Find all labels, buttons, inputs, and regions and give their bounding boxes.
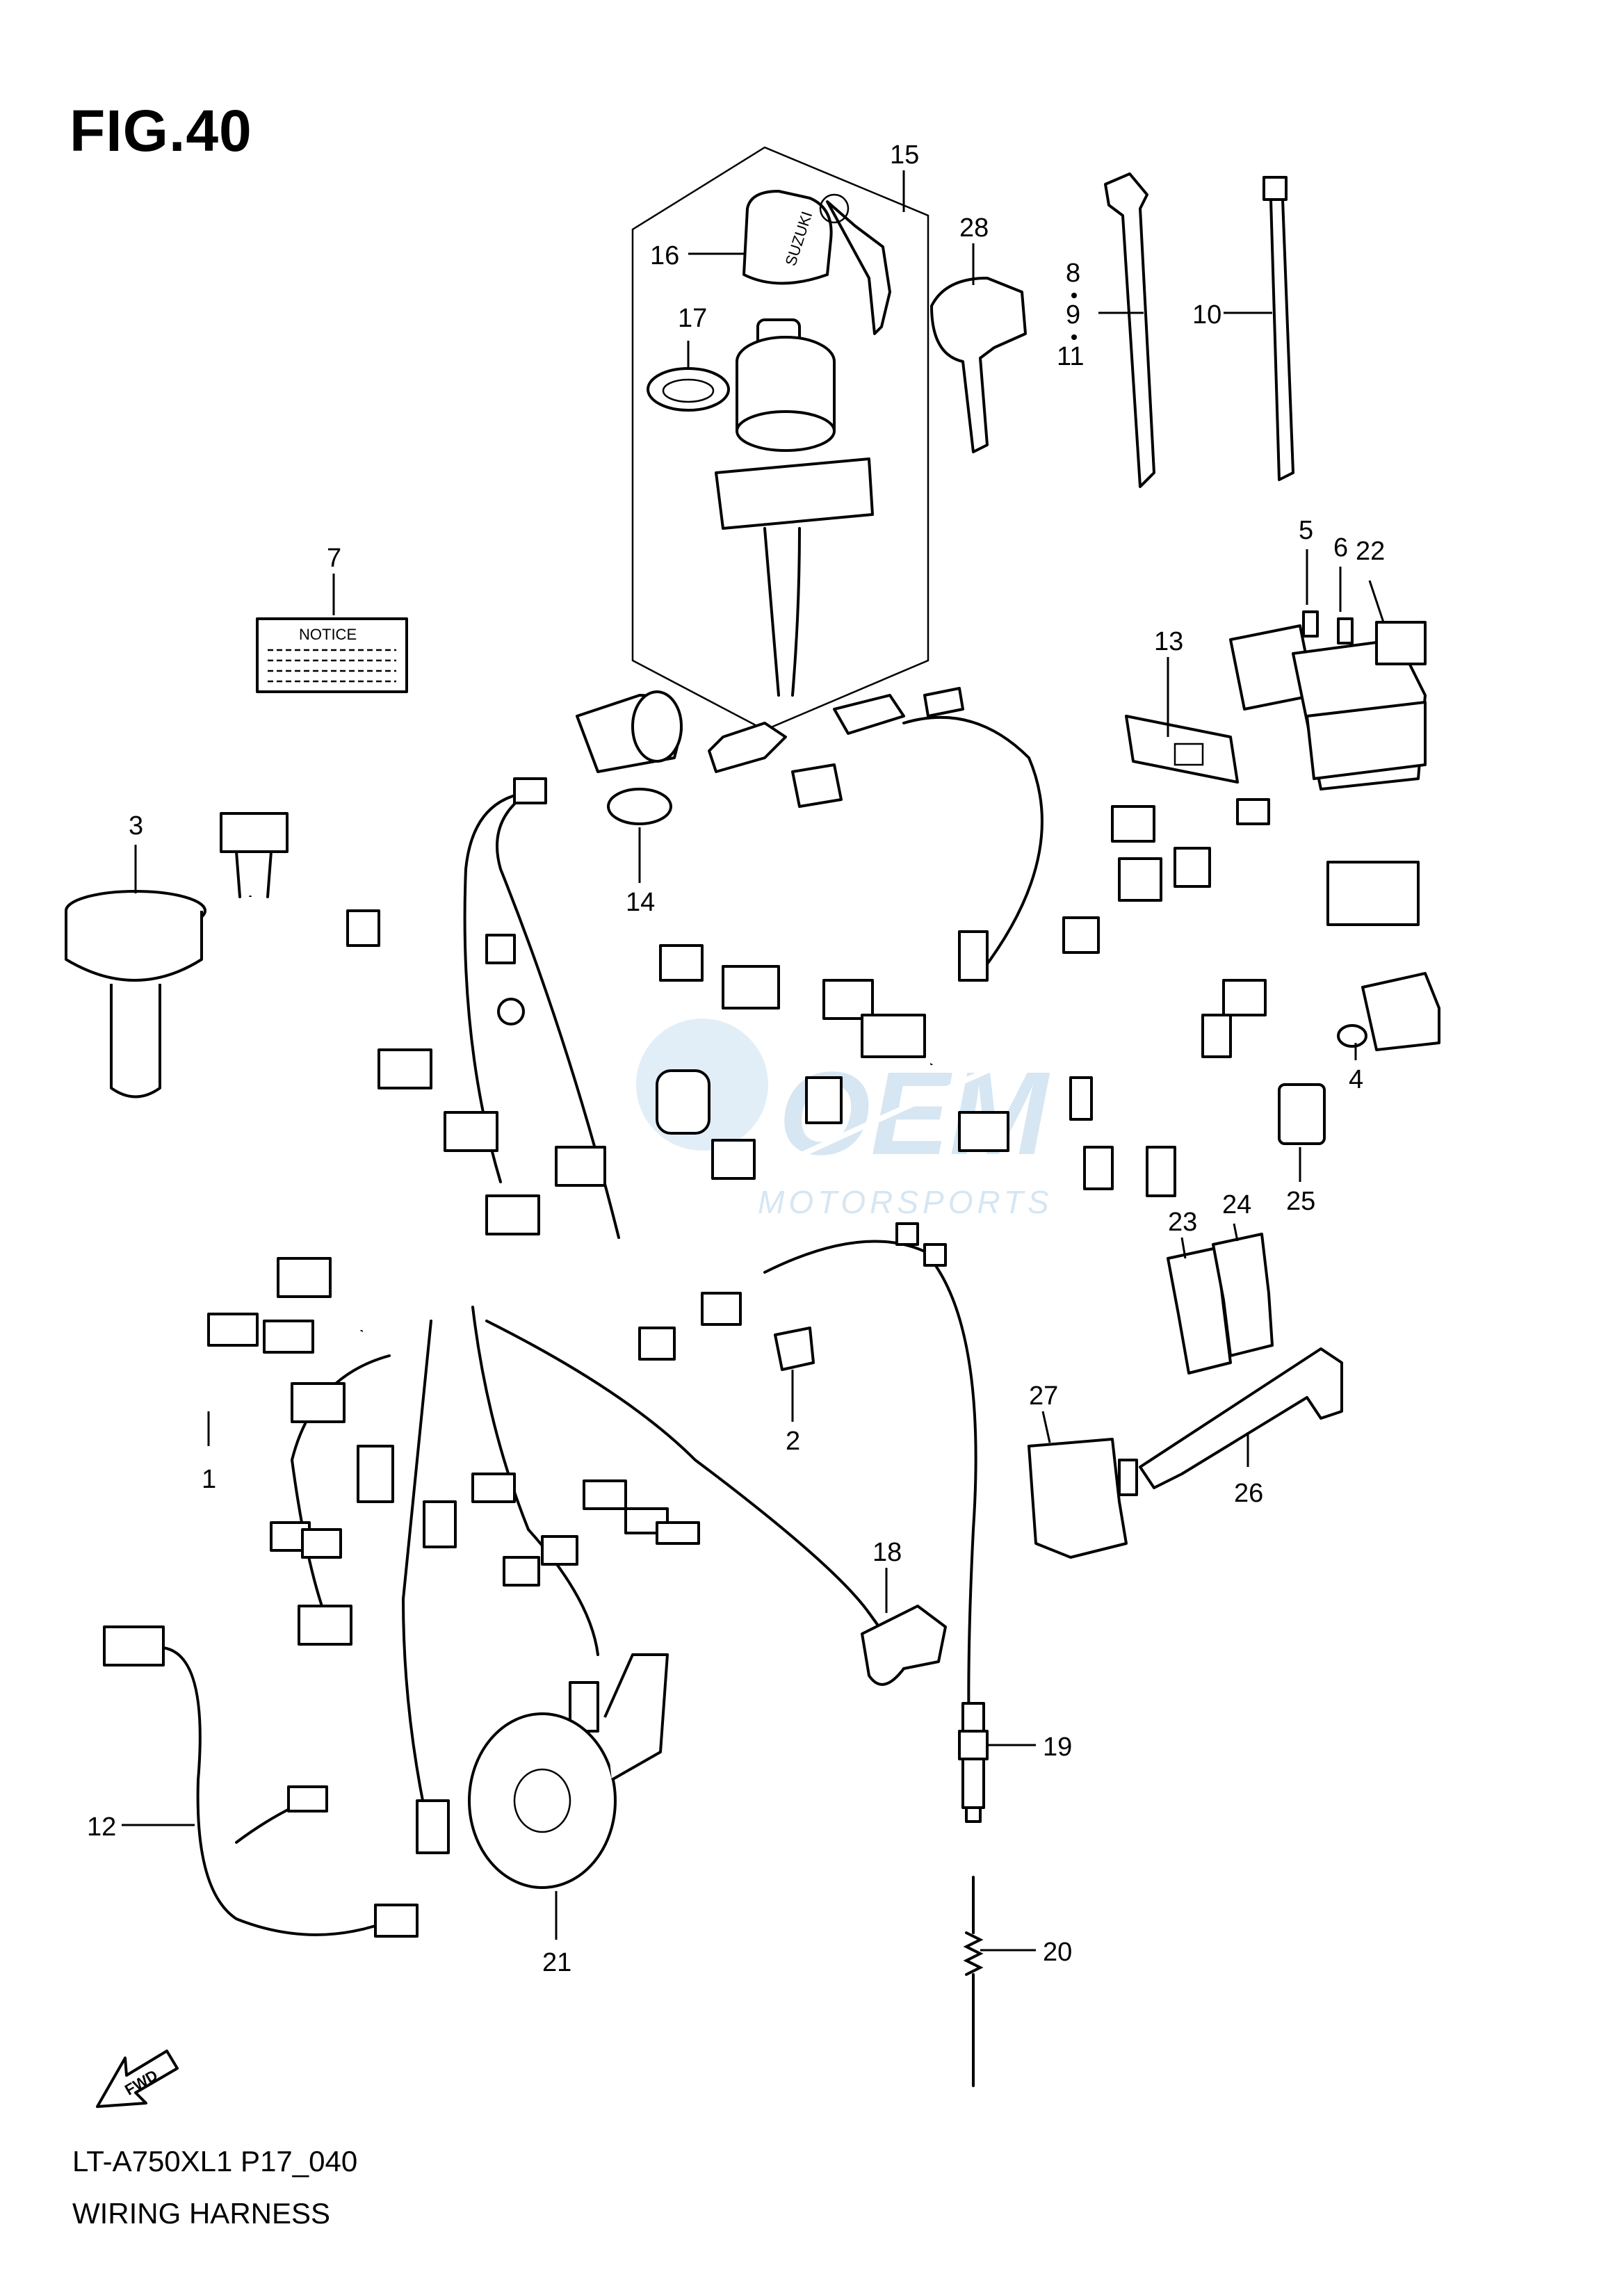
forward-arrow: FWD [96,2050,179,2108]
callout-2: 2 [786,1427,800,1456]
relay-pair [1167,1233,1274,1374]
callout-15: 15 [890,140,919,170]
spare-key [930,277,1027,453]
cable-tie-short [1262,176,1294,481]
callout-14: 14 [626,888,655,917]
handlebar-switch [861,1605,947,1686]
callout-5: 5 [1299,516,1313,545]
main-relay [1375,621,1427,665]
callout-3: 3 [129,811,143,841]
leader-lines [122,170,1385,1952]
ignition-receptacle [513,690,683,825]
callout-11: 11 [1057,342,1084,371]
callout-27: 27 [1029,1381,1058,1411]
mounting-bracket [1125,715,1239,784]
callout-12: 12 [87,1813,116,1842]
oxygen-sensor [958,1702,989,1823]
relay-bracket [1139,1347,1343,1489]
callout-20: 20 [1043,1938,1072,1967]
callout-9: 9 [1066,300,1080,330]
ignition-switch-assembly: SUZUKI [631,146,929,731]
callout-28: 28 [959,213,989,243]
main-harness [207,687,1420,1854]
callout-4: 4 [1349,1065,1363,1094]
callout-18: 18 [872,1538,902,1567]
notice-label-text: NOTICE [299,626,357,643]
flasher-unit [1028,1438,1138,1559]
callout-17: 17 [678,304,707,333]
figure-title: FIG.40 [70,98,252,163]
figure-code: LT-A750XL1 P17_040 [72,2145,358,2178]
callout-6: 6 [1333,533,1348,562]
relay-cover [1337,972,1440,1051]
figure-name: WIRING HARNESS [72,2197,331,2230]
sub-harness [103,1625,419,1938]
fuse-b [1337,617,1354,644]
spring [963,1876,984,2087]
watermark-sub: MOTORSPORTS [758,1184,1053,1220]
callout-8: 8 [1066,259,1080,288]
callout-16: 16 [650,241,679,270]
callout-7: 7 [327,544,341,573]
callout-19: 19 [1043,1733,1072,1762]
cable-tie-long [1104,172,1155,488]
fuse-a [1302,610,1319,638]
callout-26: 26 [1234,1479,1263,1508]
callout-25: 25 [1286,1187,1315,1216]
fuse-box [1229,624,1427,790]
rubber-boot [65,890,206,1098]
callout-24: 24 [1222,1190,1251,1219]
callout-1: 1 [202,1465,216,1494]
callout-13: 13 [1154,627,1183,656]
horn [468,1653,669,1889]
notice-label: NOTICE [256,617,408,693]
callout-21: 21 [542,1948,571,1977]
small-coupler [774,1327,815,1371]
harness-connectors [207,687,1420,1854]
callout-22: 22 [1356,537,1385,566]
callout-10: 10 [1192,300,1221,330]
callout-numbers: 1 2 3 4 5 6 7 8 9 11 10 12 13 14 15 16 1… [87,140,1385,1977]
coupler [1278,1083,1326,1145]
callout-23: 23 [1168,1208,1197,1237]
